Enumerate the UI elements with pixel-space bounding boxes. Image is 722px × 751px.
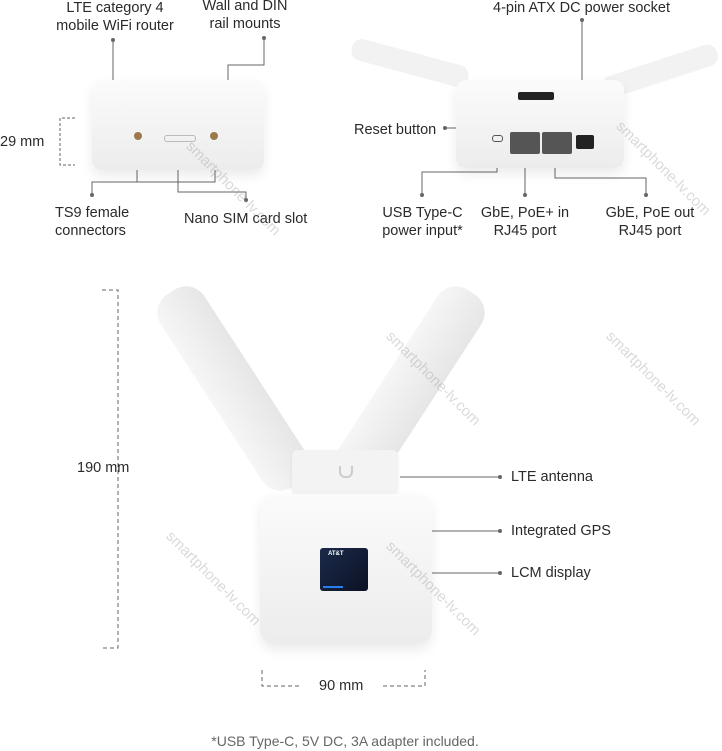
ts9-connector-right xyxy=(210,132,218,140)
usb-c-port xyxy=(492,135,503,142)
router-port-view xyxy=(456,80,624,168)
label-reset: Reset button xyxy=(354,122,437,138)
status-window xyxy=(518,92,554,100)
antenna-hinge xyxy=(292,450,398,494)
screen-progress xyxy=(323,586,343,588)
ubiquiti-logo-icon xyxy=(339,466,353,478)
label-lcm: LCM display xyxy=(511,565,591,581)
router-front: AT&T xyxy=(260,494,432,644)
router-back-view xyxy=(92,80,264,170)
label-height-190: 190 mm xyxy=(77,460,130,476)
sim-slot xyxy=(164,135,196,142)
rj45-poe-out-port xyxy=(542,132,572,154)
label-sim: Nano SIM card slot xyxy=(184,211,308,227)
screen-carrier-text: AT&T xyxy=(328,551,344,557)
label-power-socket: 4-pin ATX DC power socket xyxy=(493,0,671,16)
label-width-90: 90 mm xyxy=(319,678,364,694)
lcm-display: AT&T xyxy=(320,548,368,591)
rj45-poe-in-port xyxy=(510,132,540,154)
label-gps: Integrated GPS xyxy=(511,523,611,539)
dc-power-socket xyxy=(576,135,594,149)
footnote: *USB Type-C, 5V DC, 3A adapter included. xyxy=(211,733,479,749)
ts9-connector-left xyxy=(134,132,142,140)
label-height-29: 29 mm xyxy=(0,134,45,150)
label-antenna: LTE antenna xyxy=(511,469,593,485)
